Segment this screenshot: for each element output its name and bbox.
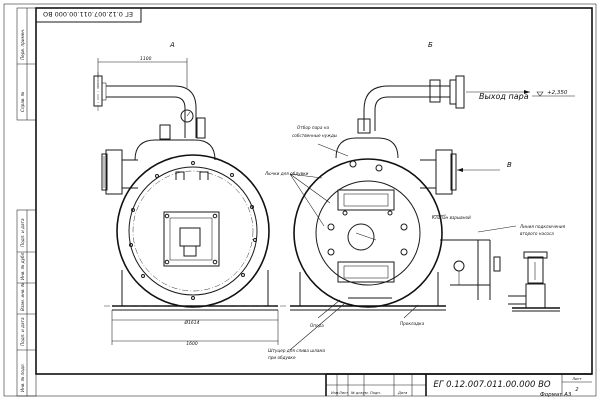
note-cleaning-hatches: Лючки для обдувки (264, 171, 309, 176)
note-steam-take-off-1: Отбор пара на (297, 125, 329, 130)
lifting-lug-a-right (199, 171, 209, 180)
tb-list: Лист (338, 391, 349, 395)
steam-pipe-b (363, 85, 450, 131)
note-slab: Опора (310, 323, 324, 328)
elevation-marker (536, 91, 544, 97)
tb-sheet-label: Лист (571, 376, 582, 381)
tb-izm: Изм. (331, 391, 339, 395)
flue-opening (347, 223, 375, 251)
pressure-gauge-b (453, 260, 465, 272)
tb-ndokum: № докум. (350, 391, 369, 395)
elevation-value: +2,350 (547, 90, 568, 96)
title-block: Изм. Лист № докум. Подп. Дата ЕГ 0.12.00… (325, 373, 592, 396)
left-stamp-upper: Перв. примен. Справ. № (16, 7, 37, 121)
stamp-inv-podl: Инв. № подл. (20, 363, 25, 392)
water-gauge-glass-a (101, 153, 108, 191)
stamp-sprav-nom: Справ. № (20, 91, 25, 112)
view-label-a: А (169, 41, 175, 49)
tb-designation: ЕГ 0.12.007.011.00.000 ВО (433, 380, 551, 390)
feed-pump-body (525, 283, 546, 309)
stamp-inv-dubl: Инв. № дубл. (20, 251, 25, 280)
boiler-dome-a (134, 139, 216, 161)
stamp-perv-primen: Перв. примен. (20, 29, 25, 60)
sheet-outer-border (3, 3, 597, 397)
stamp-podp-data-2: Подп. и дата (20, 317, 25, 346)
tb-podp: Подп. (370, 391, 381, 395)
burner-plate (163, 211, 220, 267)
lifting-lug-a-left (175, 171, 185, 180)
stamp-podp-data-1: Подп. и дата (20, 218, 25, 247)
burner-unit (179, 227, 201, 247)
note-gasket: Прокладка (400, 321, 425, 326)
steam-take-off-port (349, 160, 357, 168)
valve-a-right (196, 117, 206, 139)
valve-b-left (357, 118, 371, 134)
valve-a-left (159, 124, 171, 140)
annotations: Отбор пара на собственные нужды Лючки дл… (264, 125, 566, 360)
feed-pump-motor (527, 256, 544, 284)
lower-hatch (337, 261, 395, 283)
water-gauge-frame-b (435, 149, 453, 195)
pressure-gauge-a (180, 109, 194, 123)
boiler-shell-b (293, 158, 443, 308)
note-steam-take-off-2: собственные нужды (292, 133, 338, 138)
rear-view-b: Б Выход пара +2,350 (290, 41, 575, 312)
front-view-a: А 1100 (93, 41, 286, 347)
stamp-vzam-inv: Взам. инв. № (20, 282, 25, 311)
upper-hatch (337, 189, 395, 211)
bolt-ring-b (327, 210, 408, 256)
top-code-text: ЕГ 0.12.007.011.00.000 ВО (43, 10, 133, 18)
dim-1614: Ø1614 (184, 319, 200, 326)
boiler-shell-a (116, 154, 270, 308)
tb-data: Дата (397, 391, 407, 395)
bolt-ring-a (129, 161, 257, 300)
water-gauge-frame-a (105, 149, 123, 195)
note-pump-line-1: Линия подключения (519, 224, 566, 229)
valve-b (429, 79, 441, 103)
note-drain-fitting-2: при обдувке (268, 355, 296, 360)
boiler-dome-b (335, 137, 399, 159)
check-valve (493, 256, 501, 272)
note-pump-line-2: второго насоса (520, 231, 554, 236)
note-explosion-valve: Клапан взрывной (432, 215, 471, 220)
dim-1100: 1100 (140, 56, 152, 62)
format-label: Формат А3 (540, 392, 572, 398)
dim-1600: 1600 (186, 341, 198, 347)
section-b-label: В (507, 161, 512, 169)
view-label-b: Б (428, 41, 433, 49)
note-drain-fitting-1: Штуцер для слива шлама (268, 348, 326, 353)
pipe-bend-a (173, 85, 197, 109)
steam-outlet-label: Выход пара (479, 92, 529, 101)
left-stamp-lower: Подп. и дата Инв. № дубл. Взам. инв. № П… (16, 209, 37, 397)
tb-sheet-num: 2 (575, 387, 578, 393)
sheet-frame (35, 7, 593, 375)
steam-outlet-flange (449, 79, 457, 105)
